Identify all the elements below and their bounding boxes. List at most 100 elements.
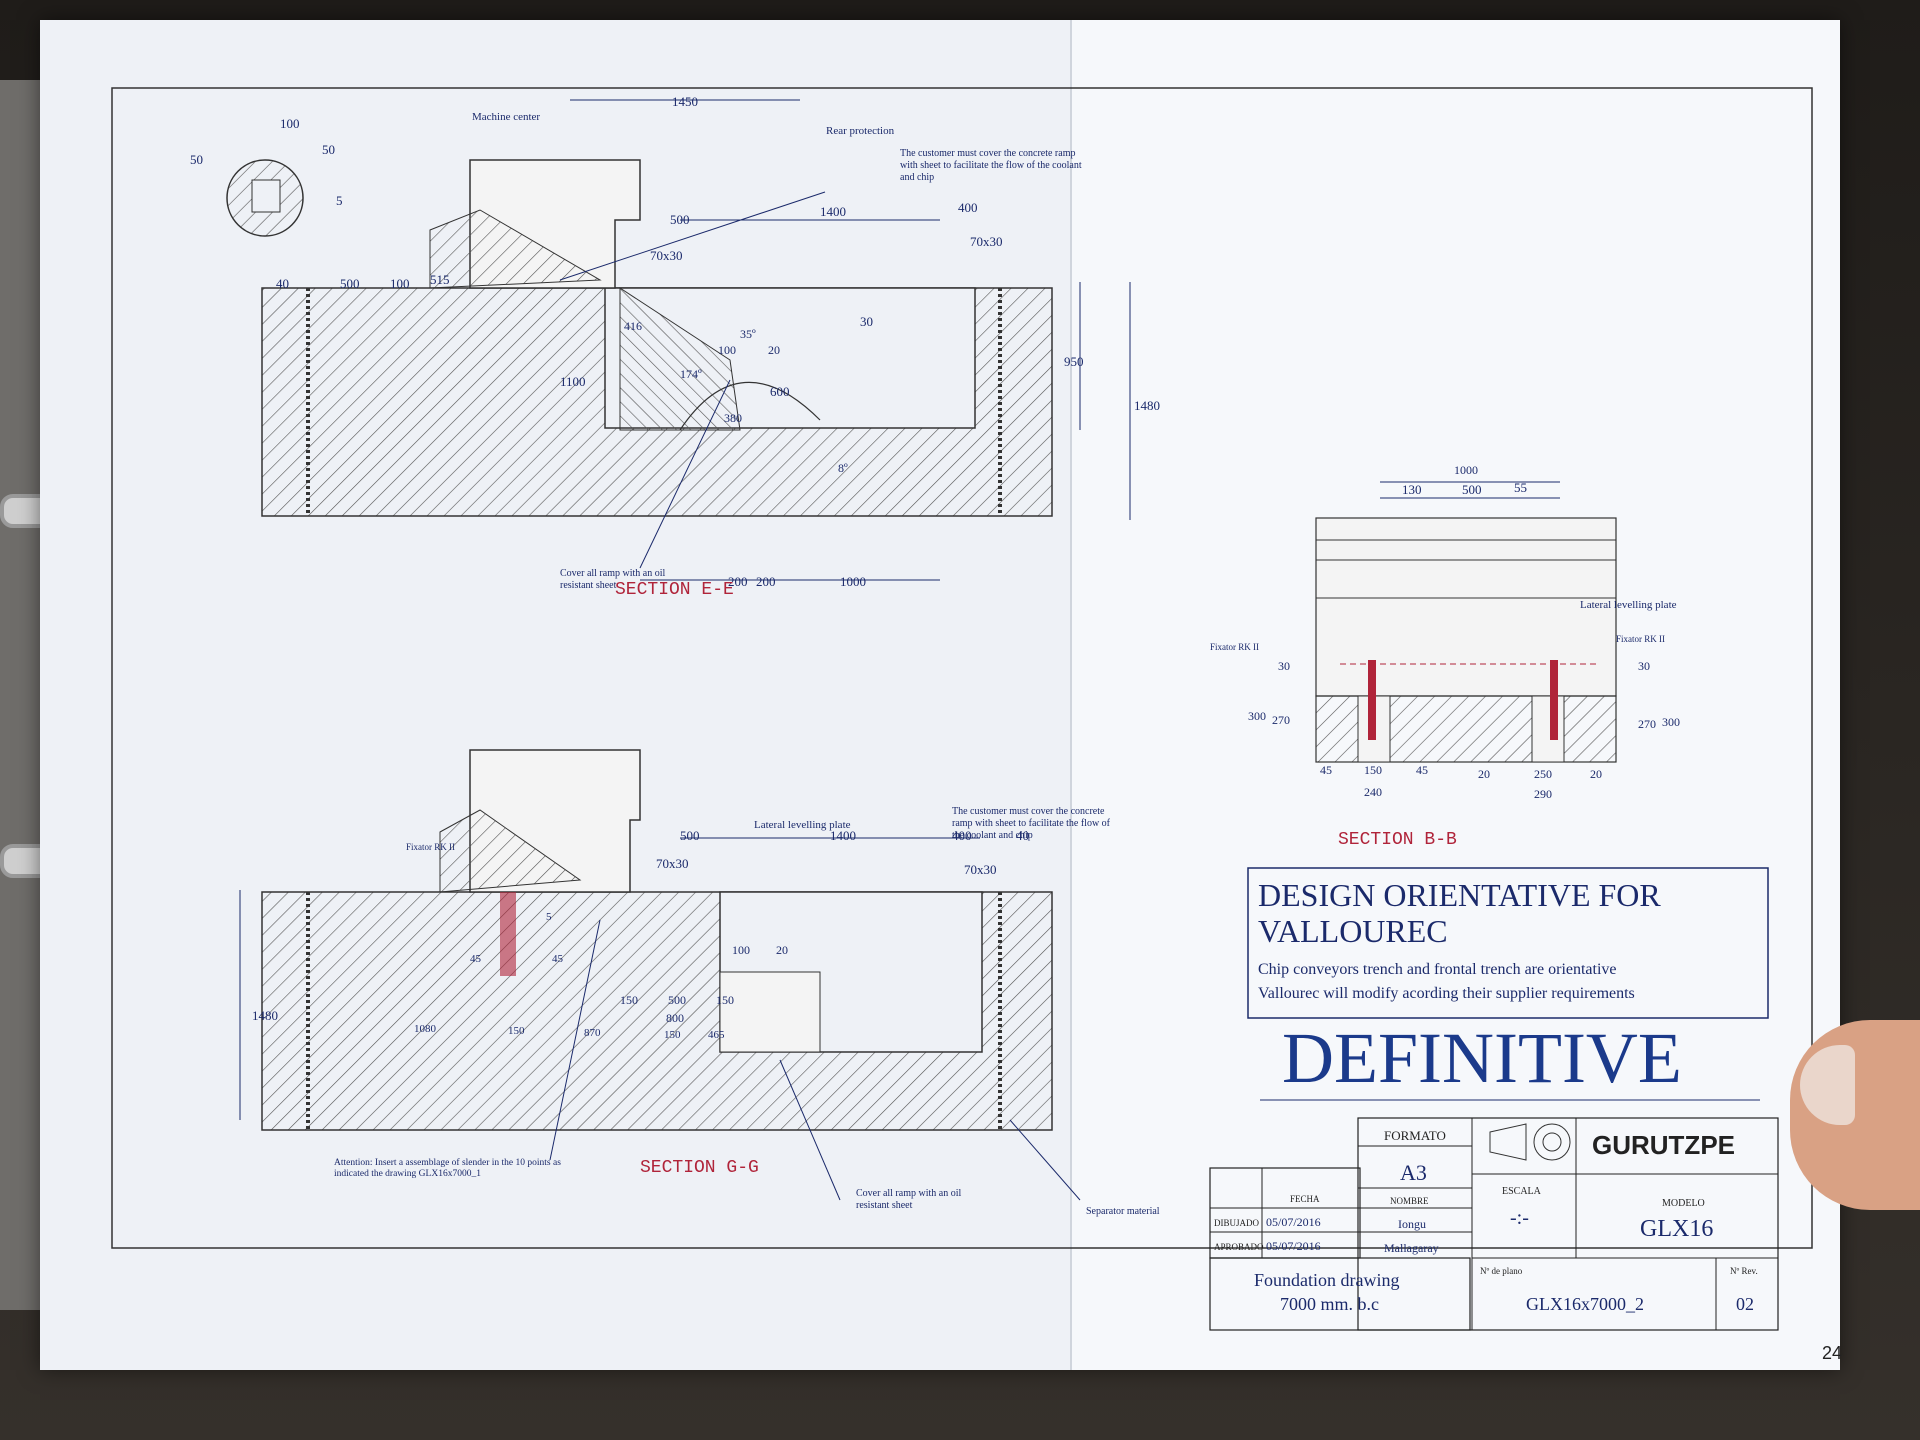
dim-gg-19: 150	[664, 1029, 681, 1041]
dim-ee-2: 50	[322, 142, 335, 157]
design-note: DESIGN ORIENTATIVE FOR VALLOUREC Chip co…	[1247, 867, 1769, 1019]
section-bb-pocket-right	[1531, 695, 1565, 763]
section-gg-fixator	[500, 892, 516, 976]
note-gg-cover-wrap: Cover all ramp with an oil resistant she…	[856, 1188, 962, 1211]
dim-bb-12: 45	[1416, 763, 1428, 777]
dim-bb-2: 500	[1462, 482, 1482, 497]
dim-gg-15: 150	[620, 993, 638, 1007]
section-ee-ramp	[619, 287, 741, 431]
dim-ee-19: 950	[1064, 354, 1084, 369]
dim-gg-11: 1480	[252, 1008, 278, 1023]
projection-icon-cone	[1489, 1123, 1527, 1161]
dim-ee-26: 200	[728, 574, 748, 589]
dim-gg-13: 150	[508, 1025, 525, 1037]
design-note-box	[1247, 867, 1769, 1019]
label-gg-separator: Separator material	[1086, 1206, 1160, 1217]
definitive-stamp: DEFINITIVE	[1282, 1018, 1682, 1098]
tb-dibujado-label: DIBUJADO	[1214, 1218, 1260, 1228]
section-ee-machine-bed	[429, 209, 602, 289]
dim-ee-4: 1450	[672, 94, 698, 109]
dim-bb-11: 150	[1364, 763, 1382, 777]
dim-ee-5: 1400	[820, 204, 846, 219]
dim-gg-4: 70x30	[656, 856, 689, 871]
tb-formato-label: FORMATO	[1384, 1128, 1446, 1143]
dim-ee-16: 100	[718, 343, 736, 357]
dim-bb-8: 270	[1638, 717, 1656, 731]
label-bb-lateral: Lateral levelling plate	[1580, 599, 1677, 611]
label-rear-protection: Rear protection	[826, 125, 895, 137]
dim-bb-16: 240	[1364, 785, 1382, 799]
tb-rev: 02	[1736, 1294, 1754, 1314]
dim-gg-10: 45	[552, 953, 564, 965]
label-gg-lateral: Lateral levelling plate	[754, 819, 851, 831]
design-note-title-1: DESIGN ORIENTATIVE FOR	[1258, 877, 1661, 913]
holding-thumb	[1790, 1020, 1920, 1210]
dim-ee-12: 100	[390, 276, 410, 291]
leader-gg-cover	[779, 1059, 841, 1201]
dim-ee-20: 1480	[1134, 398, 1160, 413]
dim-ee-23: 174º	[680, 367, 702, 381]
tb-modelo: GLX16	[1640, 1216, 1713, 1242]
projection-icon-circle-outer	[1533, 1123, 1571, 1161]
note-gg-customer-wrap: The customer must cover the concrete ram…	[952, 806, 1110, 841]
tb-plano-label: Nº de plano	[1480, 1266, 1523, 1276]
label-bb-fixator-left: Fixator RK II	[1210, 642, 1259, 652]
tb-aprobado-fecha: 05/07/2016	[1266, 1239, 1321, 1253]
dim-gg-20: 465	[708, 1029, 725, 1041]
note-gg-attention-wrap: Attention: Insert a assemblage of slende…	[334, 1158, 561, 1179]
dim-bb-15: 20	[1590, 767, 1602, 781]
tb-modelo-label: MODELO	[1662, 1198, 1705, 1209]
dim-bb-10: 45	[1320, 763, 1332, 777]
section-bb-machine	[1315, 517, 1617, 697]
tb-formato: A3	[1400, 1160, 1427, 1185]
title-block-desc-frame	[1209, 1257, 1471, 1331]
leader-ee-note	[559, 191, 826, 281]
projection-icon-circle-inner	[1542, 1132, 1562, 1152]
note-gg-cover: Cover all ramp with an oil resistant she…	[856, 1188, 962, 1211]
dim-gg-18: 800	[666, 1011, 684, 1025]
dim-gg-12: 1080	[414, 1023, 437, 1035]
section-gg: 500 1400 400 40 70x30 70x30 100 20 5 45 …	[239, 749, 1160, 1217]
label-bb-fixator-right: Fixator RK II	[1616, 634, 1665, 644]
dim-gg-9: 45	[470, 953, 482, 965]
dim-ee-3: 5	[336, 193, 343, 208]
dim-ee-27: 200	[756, 574, 776, 589]
label-gg-fixator: Fixator RK II	[406, 842, 455, 852]
section-gg-machine-bed	[439, 809, 582, 893]
dim-bb-9: 300	[1662, 715, 1680, 729]
dim-ee-0: 100	[280, 116, 300, 131]
dim-ee-13: 515	[430, 272, 450, 287]
dim-ee-18: 30	[860, 314, 873, 329]
section-gg-title: SECTION G-G	[640, 1158, 759, 1178]
section-bb-fixator-left	[1368, 660, 1376, 740]
dim-ee-22: 600	[770, 384, 790, 399]
tb-fecha-label: FECHA	[1290, 1194, 1320, 1204]
dim-gg-3: 40	[1016, 828, 1029, 843]
dim-bb-13: 20	[1478, 767, 1490, 781]
binder-spine	[0, 80, 40, 1310]
drawing-frame	[111, 87, 1813, 1249]
tb-dibujado-nombre: Iongu	[1398, 1217, 1426, 1231]
dim-ee-7: 500	[670, 212, 690, 227]
tb-aprobado-label: APROBADO	[1214, 1242, 1264, 1252]
dim-ee-8: 70x30	[650, 248, 683, 263]
title-block: FORMATO A3 FECHA NOMBRE DIBUJADO 05/07/2…	[1209, 1117, 1779, 1331]
leader-ee-cover	[639, 379, 731, 569]
dim-bb-6: 270	[1272, 713, 1290, 727]
dim-gg-7: 20	[776, 943, 788, 957]
dim-bb-0: 1000	[1454, 463, 1478, 477]
design-note-text-1: Chip conveyors trench and frontal trench…	[1258, 961, 1617, 978]
dim-bb-17: 290	[1534, 787, 1552, 801]
dim-ee-25: 8º	[838, 461, 848, 475]
dim-gg-2: 400	[952, 828, 972, 843]
dim-bb-7: 30	[1638, 659, 1650, 673]
leader-gg-attention	[549, 919, 601, 1161]
dim-bb-4: 30	[1278, 659, 1290, 673]
tb-dibujado-fecha: 05/07/2016	[1266, 1215, 1321, 1229]
dim-gg-1: 1400	[830, 828, 856, 843]
dim-gg-0: 500	[680, 828, 700, 843]
dim-gg-17: 150	[716, 993, 734, 1007]
dim-bb-1: 130	[1402, 482, 1422, 497]
section-ee: 100 50 50 5 1450 1400 400 500 70x30 70x3…	[190, 94, 1160, 600]
page-number: 24	[1822, 1343, 1843, 1363]
